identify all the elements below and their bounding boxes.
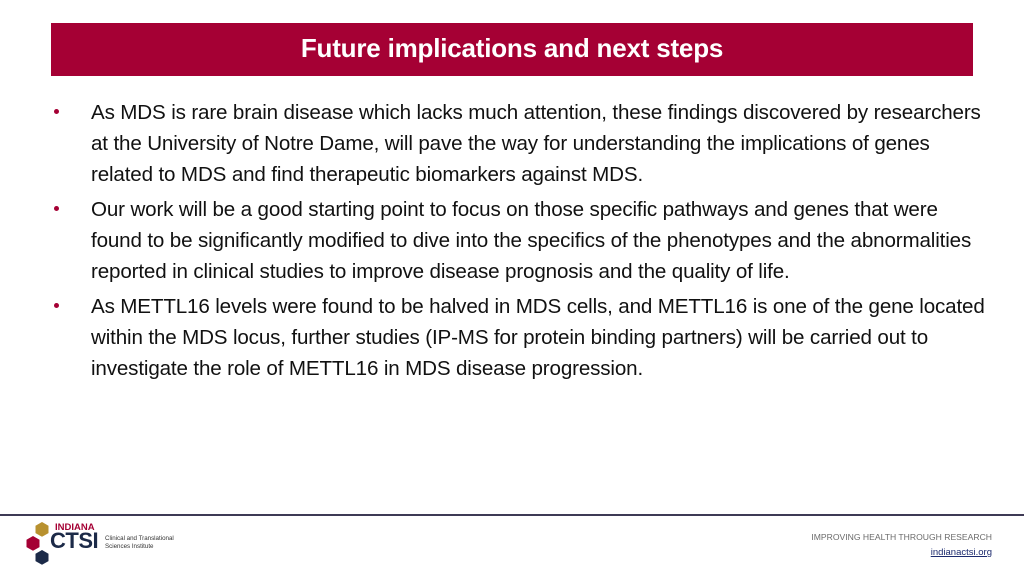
logo-subtitle-line1: Clinical and Translational bbox=[105, 535, 174, 542]
bullet-dot-icon bbox=[54, 97, 66, 128]
bullet-list: As MDS is rare brain disease which lacks… bbox=[50, 97, 985, 388]
logo-indiana-text: INDIANA bbox=[55, 522, 95, 533]
slide-title: Future implications and next steps bbox=[300, 33, 724, 63]
bullet-text: Our work will be a good starting point t… bbox=[91, 198, 972, 283]
footer-tagline: IMPROVING HEALTH THROUGH RESEARCH bbox=[811, 532, 992, 542]
title-banner: Future implications and next steps bbox=[51, 23, 973, 76]
website-link[interactable]: indianactsi.org bbox=[930, 547, 992, 558]
footer-divider bbox=[0, 514, 1024, 516]
logo-subtitle-line2: Sciences Institute bbox=[105, 542, 154, 550]
logo-ctsi-text: CTSI bbox=[50, 528, 99, 553]
bullet-text: As MDS is rare brain disease which lacks… bbox=[91, 101, 981, 186]
logo-subtitle: Clinical and Translational Sciences Inst… bbox=[105, 535, 175, 550]
bullet-dot-icon bbox=[54, 194, 66, 225]
hexagon-cluster-icon bbox=[26, 522, 49, 565]
bullet-item: As METTL16 levels were found to be halve… bbox=[50, 291, 985, 384]
indiana-ctsi-logo: INDIANA CTSI Clinical and Translational … bbox=[25, 521, 174, 571]
bullet-dot-icon bbox=[54, 291, 66, 322]
bullet-text: As METTL16 levels were found to be halve… bbox=[91, 295, 985, 380]
bullet-item: As MDS is rare brain disease which lacks… bbox=[50, 97, 985, 190]
bullet-item: Our work will be a good starting point t… bbox=[50, 194, 985, 287]
